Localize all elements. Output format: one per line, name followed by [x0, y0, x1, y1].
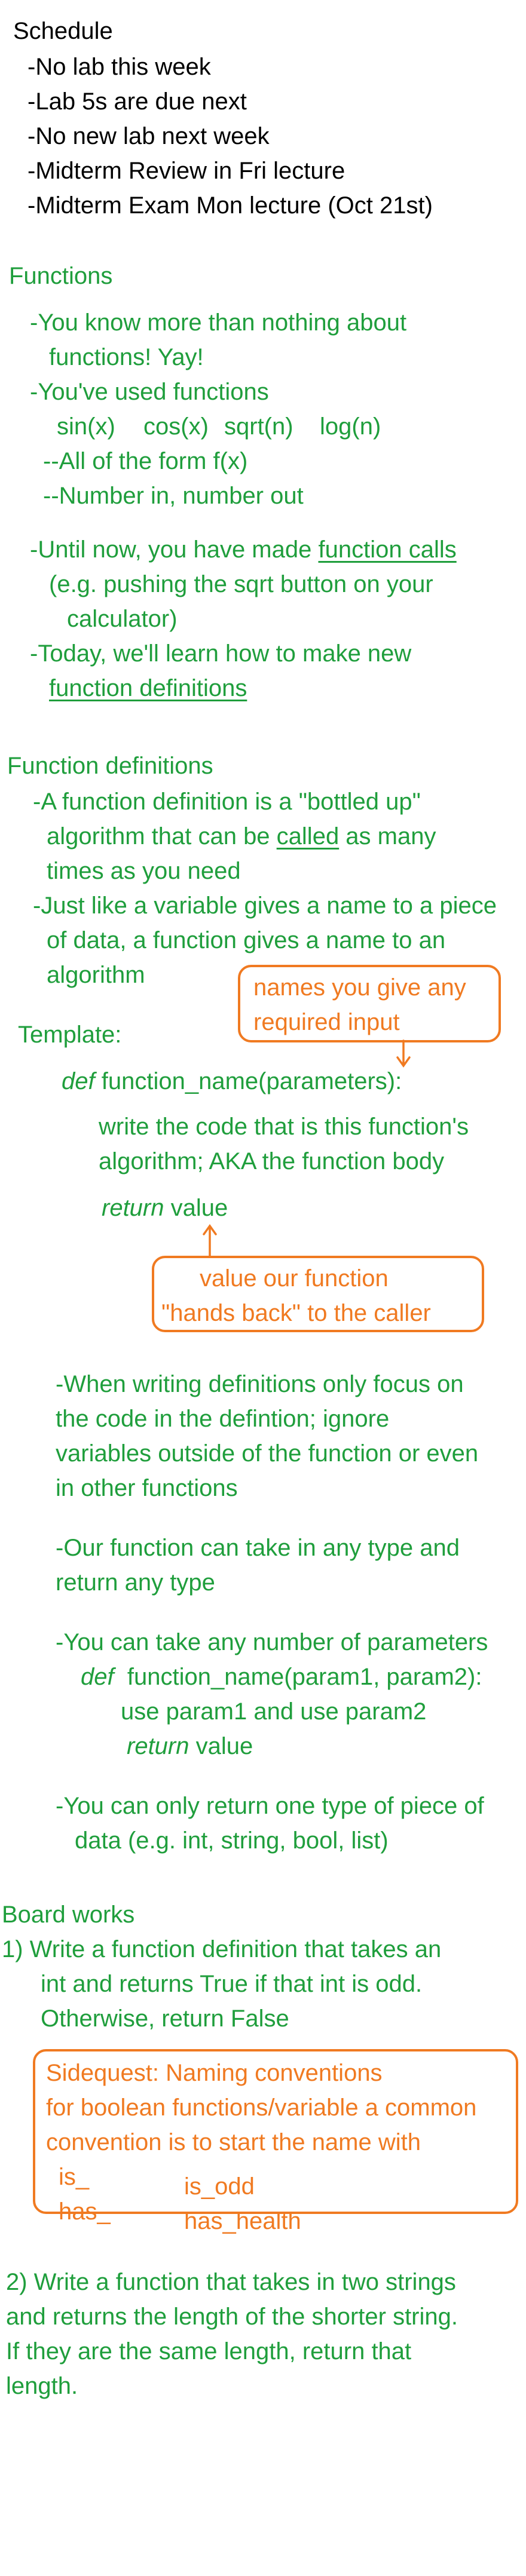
question-2: If they are the same length, return that [6, 2338, 412, 2365]
example-return: return value [127, 1733, 253, 1759]
example-body: use param1 and use param2 [121, 1698, 427, 1725]
sidequest-line: Sidequest: Naming conventions [46, 2060, 383, 2086]
called-line: algorithm that can be called as many [47, 823, 436, 850]
template-signature: def function_name(parameters): [62, 1068, 402, 1094]
called-term: called [276, 823, 340, 850]
def-keyword: def [62, 1068, 95, 1094]
question-1: Otherwise, return False [41, 2005, 289, 2032]
functions-line: -You know more than nothing about [30, 309, 407, 336]
example-function: sqrt(n) [224, 413, 293, 440]
params-note-arrow [396, 1039, 411, 1068]
example-name: has_health [184, 2208, 301, 2234]
note-line: -You can take any number of parameters [56, 1629, 488, 1655]
example-function: log(n) [320, 413, 381, 440]
definitions-line: of data, a function gives a name to an [47, 927, 446, 953]
sidequest-box [33, 2049, 518, 2214]
note-line: in other functions [56, 1475, 238, 1501]
schedule-item: -No new lab next week [27, 123, 270, 149]
function-calls-term: function calls [318, 536, 457, 563]
example-signature: def function_name(param1, param2): [81, 1664, 482, 1690]
definitions-line: -A function definition is a "bottled up" [33, 789, 421, 815]
note-line: data (e.g. int, string, bool, list) [75, 1827, 389, 1854]
params-note-box [238, 965, 501, 1042]
sidequest-line: for boolean functions/variable a common [46, 2094, 477, 2121]
sidequest-line: convention is to start the name with [46, 2129, 421, 2155]
example-name: is_odd [184, 2173, 255, 2200]
function-calls-line: -Until now, you have made function calls [30, 536, 457, 563]
functions-line: --Number in, number out [43, 483, 304, 509]
example-function: sin(x) [57, 413, 115, 440]
prefix: is_ [59, 2164, 90, 2190]
functions-line: (e.g. pushing the sqrt button on your [49, 571, 433, 597]
functions-line: -You've used functions [30, 379, 269, 405]
params-note: required input [253, 1009, 400, 1035]
value-note-arrow [203, 1223, 217, 1257]
note-line: -You can only return one type of piece o… [56, 1793, 484, 1819]
definitions-line: times as you need [47, 858, 241, 884]
board-title: Board works [2, 1902, 135, 1928]
functions-line: --All of the form f(x) [43, 448, 248, 474]
template-body: write the code that is this function's [99, 1114, 469, 1140]
schedule-item: -No lab this week [27, 54, 211, 80]
return-keyword: return [127, 1733, 189, 1759]
return-keyword: return [102, 1195, 164, 1221]
schedule-title: Schedule [13, 18, 113, 44]
prefix: has_ [59, 2198, 111, 2225]
template-title: Template: [18, 1022, 122, 1048]
note-line: return any type [56, 1569, 215, 1596]
note-line: -Our function can take in any type and [56, 1535, 460, 1561]
definitions-title: Function definitions [7, 753, 213, 779]
question-2: length. [6, 2373, 78, 2399]
schedule-item: -Midterm Review in Fri lecture [27, 158, 345, 184]
note-line: the code in the defintion; ignore [56, 1406, 390, 1432]
value-note: value our function [200, 1265, 389, 1292]
question-2: 2) Write a function that takes in two st… [6, 2269, 456, 2295]
functions-line: -Today, we'll learn how to make new [30, 640, 412, 667]
definitions-line: algorithm [47, 962, 145, 988]
functions-line: functions! Yay! [49, 344, 204, 370]
function-definitions-term: function definitions [49, 675, 247, 701]
template-body: algorithm; AKA the function body [99, 1148, 445, 1174]
template-return: return value [102, 1195, 228, 1221]
schedule-item: -Lab 5s are due next [27, 88, 247, 115]
definitions-line: -Just like a variable gives a name to a … [33, 893, 497, 919]
question-2: and returns the length of the shorter st… [6, 2304, 458, 2330]
functions-line: calculator) [67, 606, 178, 632]
example-function: cos(x) [143, 413, 209, 440]
note-line: variables outside of the function or eve… [56, 1440, 479, 1467]
question-1: 1) Write a function definition that take… [2, 1936, 442, 1962]
value-note: "hands back" to the caller [161, 1300, 431, 1326]
functions-title: Functions [9, 263, 113, 289]
value-note-box [152, 1256, 484, 1332]
schedule-item: -Midterm Exam Mon lecture (Oct 21st) [27, 192, 433, 219]
note-line: -When writing definitions only focus on [56, 1371, 464, 1397]
def-keyword: def [81, 1664, 114, 1690]
params-note: names you give any [253, 974, 466, 1001]
question-1: int and returns True if that int is odd. [41, 1971, 423, 1997]
